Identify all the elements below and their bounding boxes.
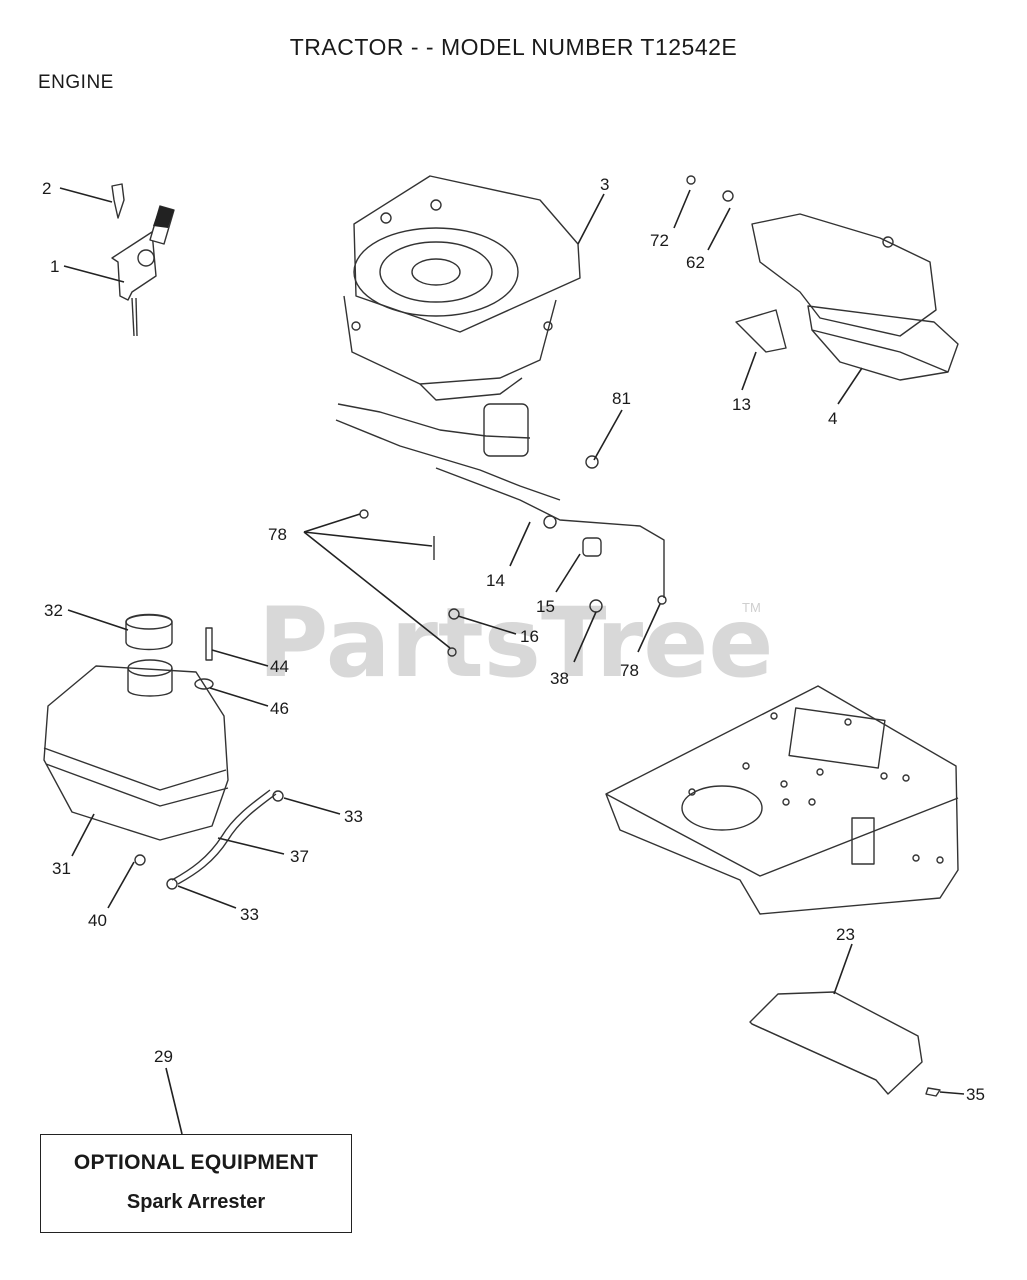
- callout-numbers: 2 1 3 72 62 13 4 81 78 14 15 16 38 78 32…: [42, 175, 985, 1104]
- watermark-tm: TM: [742, 600, 761, 615]
- callout-13: 13: [732, 395, 751, 414]
- optional-equipment-box: OPTIONAL EQUIPMENT Spark Arrester: [40, 1134, 352, 1233]
- muffler-part: [686, 175, 959, 381]
- callout-62: 62: [686, 253, 705, 272]
- callout-2: 2: [42, 179, 51, 198]
- optional-equipment-heading: OPTIONAL EQUIPMENT: [73, 1151, 319, 1174]
- callout-29: 29: [154, 1047, 173, 1066]
- callout-16: 16: [520, 627, 539, 646]
- linkage-parts: [359, 455, 667, 657]
- section-label: ENGINE: [38, 72, 114, 93]
- callout-32: 32: [44, 601, 63, 620]
- callout-4: 4: [828, 409, 837, 428]
- watermark-text: PartsTree: [258, 587, 773, 699]
- watermark: PartsTree TM: [258, 587, 773, 699]
- callout-78-right: 78: [620, 661, 639, 680]
- callout-81: 81: [612, 389, 631, 408]
- callout-72: 72: [650, 231, 669, 250]
- engine-part: [335, 175, 581, 501]
- callout-15: 15: [536, 597, 555, 616]
- callout-78-left: 78: [268, 525, 287, 544]
- fuel-tank-part: [43, 613, 284, 890]
- callout-23: 23: [836, 925, 855, 944]
- callout-35: 35: [966, 1085, 985, 1104]
- callout-40: 40: [88, 911, 107, 930]
- callout-37: 37: [290, 847, 309, 866]
- diagram-title: TRACTOR - - MODEL NUMBER T12542E: [289, 34, 738, 60]
- throttle-control-part: [111, 183, 175, 337]
- callout-14: 14: [486, 571, 505, 590]
- callout-38: 38: [550, 669, 569, 688]
- optional-equipment-item: Spark Arrester: [126, 1191, 266, 1213]
- leader-lines: [59, 187, 965, 1135]
- callout-3: 3: [600, 175, 609, 194]
- callout-33-upper: 33: [344, 807, 363, 826]
- callout-44: 44: [270, 657, 289, 676]
- chassis-frame-part: [605, 685, 959, 915]
- callout-1: 1: [50, 257, 59, 276]
- callout-31: 31: [52, 859, 71, 878]
- callout-33-lower: 33: [240, 905, 259, 924]
- shield-plate-part: [749, 991, 941, 1097]
- callout-46: 46: [270, 699, 289, 718]
